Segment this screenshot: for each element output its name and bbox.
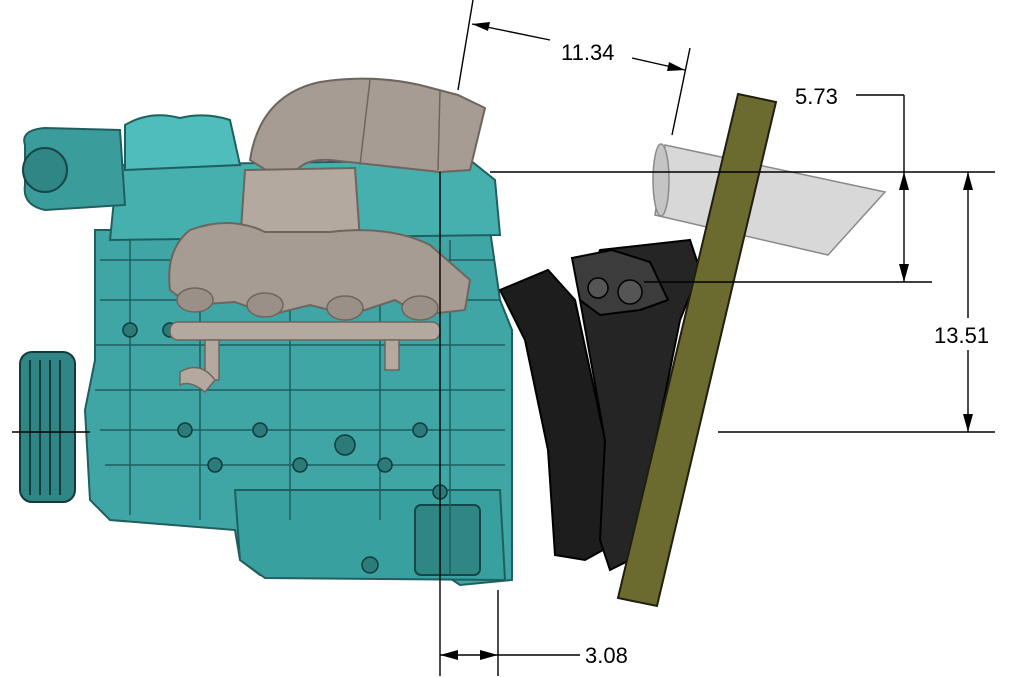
intake-runners [124,114,242,172]
dimension-3-08: 3.08 [439,172,628,676]
manifold-ports [176,287,439,321]
firewall-plate [616,92,778,608]
intake-tube [248,77,487,187]
dimension-label: 3.08 [585,643,628,668]
dimension-11-34: 11.34 [457,0,691,136]
mount-bracket [570,248,670,317]
primary-tubes [168,221,472,317]
dimension-annotations: 11.34 5.73 13.51 3 [12,0,998,676]
dimension-label: 13.51 [934,323,989,348]
starter-duct [498,268,614,562]
exhaust-manifold [168,77,487,394]
dimension-label: 5.73 [795,84,838,109]
manifold-log [169,321,441,341]
engine-mount [414,504,481,576]
dimension-13-51: 13.51 [718,171,998,433]
bracket-bolt [617,279,643,305]
exhaust-pipe-inlet [652,143,670,217]
dimension-5-73: 5.73 [490,84,932,283]
crank-pulley [19,351,76,503]
engine-assembly [19,114,513,587]
bracket-bolt [587,277,609,299]
dimension-label: 11.34 [561,40,614,65]
exhaust-pipe [654,144,887,256]
throttle-body-inlet [22,147,68,193]
